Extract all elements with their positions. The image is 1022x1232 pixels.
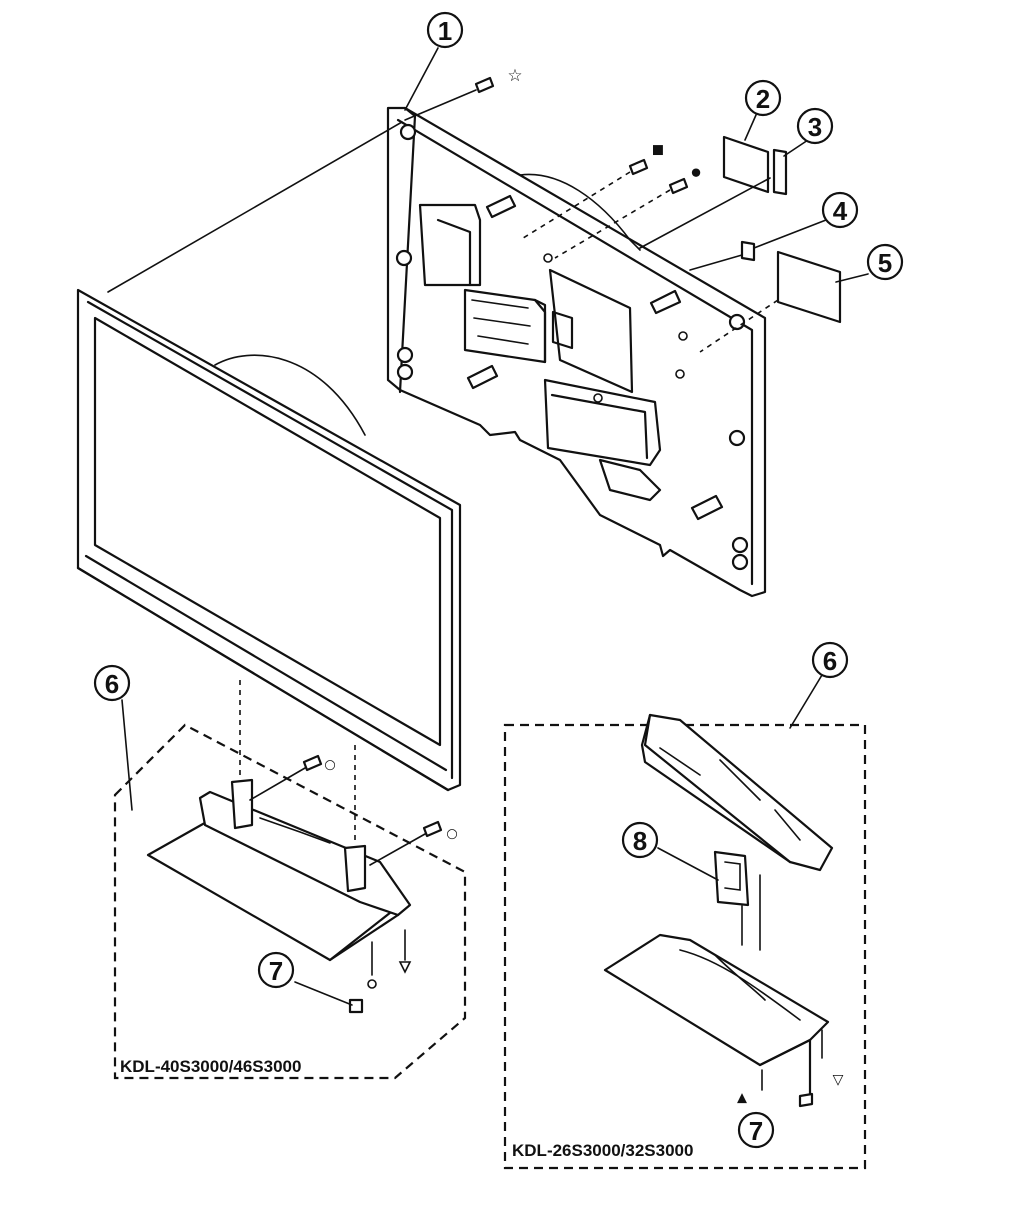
svg-text:7: 7 [749, 1116, 763, 1146]
square-screw-mark: ■ [652, 143, 664, 158]
callout-2: 2 [744, 79, 782, 117]
callout-4: 4 [821, 191, 859, 229]
stand-26-32 [503, 713, 867, 1170]
model-label-40-46: KDL-40S3000/46S3000 [120, 1057, 301, 1076]
callout-5: 5 [866, 243, 904, 281]
label-parts [639, 135, 842, 353]
callout-leaders [121, 47, 869, 881]
callout-7-right: 7 [737, 1111, 775, 1149]
dot-screw-mark: ● [691, 166, 701, 179]
svg-text:5: 5 [878, 248, 892, 278]
svg-text:7: 7 [269, 956, 283, 986]
model-label-26-32: KDL-26S3000/32S3000 [512, 1141, 693, 1160]
star-screw-mark: ☆ [507, 66, 522, 86]
callout-7-left: 7 [257, 951, 295, 989]
triangle-down-mark: ▽ [833, 1072, 844, 1088]
circle-screw-mark-a: ○ [324, 758, 335, 773]
svg-text:1: 1 [438, 16, 452, 46]
callout-6-right: 6 [811, 641, 849, 679]
callout-8: 8 [621, 821, 659, 859]
svg-text:4: 4 [833, 196, 848, 226]
svg-text:6: 6 [105, 669, 119, 699]
svg-text:6: 6 [823, 646, 837, 676]
stand-40-46 [113, 680, 467, 1080]
triangle-up-mark: ▲ [737, 1091, 747, 1106]
lcd-panel [76, 121, 462, 792]
cover-screws [404, 76, 689, 259]
rear-cover [386, 106, 767, 598]
svg-text:3: 3 [808, 112, 822, 142]
callout-6-left: 6 [93, 664, 131, 702]
callout-1: 1 [426, 11, 464, 49]
svg-text:8: 8 [633, 826, 647, 856]
svg-text:2: 2 [756, 84, 770, 114]
circle-screw-mark-b: ○ [446, 827, 457, 842]
callout-3: 3 [796, 107, 834, 145]
